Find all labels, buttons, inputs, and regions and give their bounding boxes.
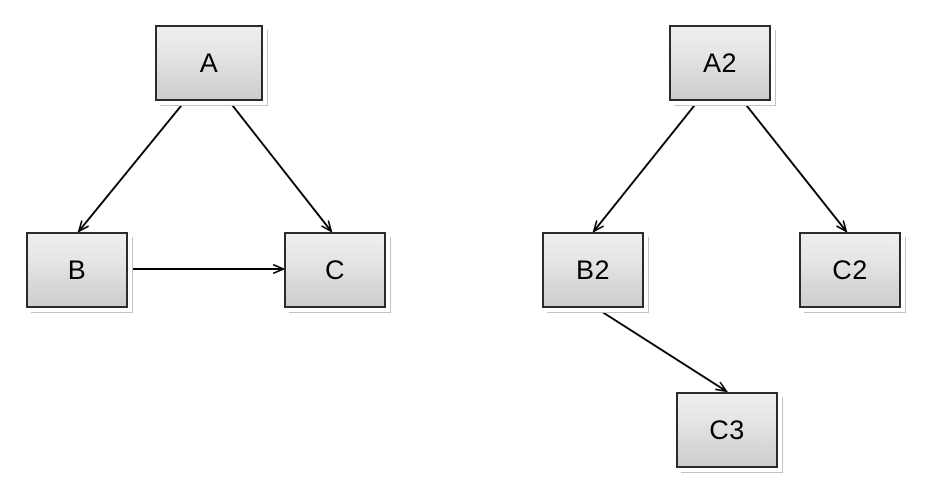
edge-b2-c3 — [595, 307, 729, 393]
edge-a2-b2 — [592, 100, 699, 234]
node-b-label: B — [67, 254, 87, 285]
node-b[interactable]: B — [26, 232, 128, 308]
node-a2[interactable]: A2 — [669, 25, 771, 101]
node-c3[interactable]: C3 — [676, 392, 778, 468]
node-a[interactable]: A — [155, 25, 263, 101]
node-c2-label: C2 — [832, 254, 868, 285]
node-c3-label: C3 — [709, 414, 745, 445]
edge-group — [77, 100, 848, 393]
edge-a-b — [77, 100, 186, 233]
node-b2[interactable]: B2 — [542, 232, 644, 308]
node-c2[interactable]: C2 — [799, 232, 901, 308]
node-c[interactable]: C — [284, 232, 386, 308]
edge-a2-c2 — [742, 100, 848, 234]
edge-a-c — [228, 100, 333, 234]
node-b2-label: B2 — [575, 254, 611, 285]
node-a2-label: A2 — [702, 47, 738, 78]
node-a-label: A — [199, 47, 219, 78]
node-c-label: C — [325, 254, 345, 285]
